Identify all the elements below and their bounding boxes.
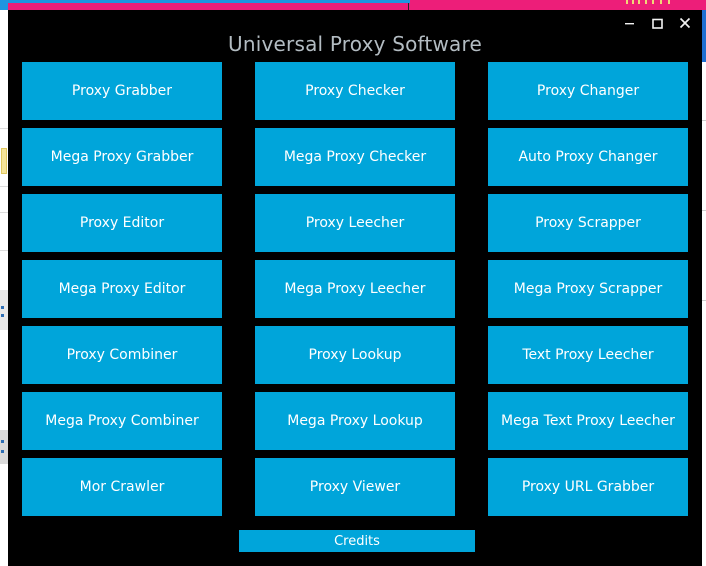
- background-tick-icon: [626, 0, 628, 4]
- tool-button-proxy-leecher[interactable]: Proxy Leecher: [255, 194, 455, 252]
- tool-button-proxy-changer[interactable]: Proxy Changer: [488, 62, 688, 120]
- title-bar: Universal Proxy Software: [8, 10, 702, 66]
- background-tick-icon: [645, 0, 647, 4]
- tool-button-proxy-combiner[interactable]: Proxy Combiner: [22, 326, 222, 384]
- background-rule: [702, 300, 706, 301]
- background-rule: [702, 210, 706, 211]
- grid-row: Proxy Editor Proxy Leecher Proxy Scrappe…: [22, 194, 688, 252]
- background-tick-icon: [652, 0, 654, 4]
- tool-button-mega-proxy-leecher[interactable]: Mega Proxy Leecher: [255, 260, 455, 318]
- background-dot-icon: [1, 440, 4, 443]
- background-right-accent: [702, 10, 706, 62]
- background-divider: [408, 3, 409, 10]
- tool-button-mega-proxy-scrapper[interactable]: Mega Proxy Scrapper: [488, 260, 688, 318]
- background-rule: [0, 250, 8, 251]
- tool-button-auto-proxy-changer[interactable]: Auto Proxy Changer: [488, 128, 688, 186]
- grid-row: Mega Proxy Grabber Mega Proxy Checker Au…: [22, 128, 688, 186]
- credits-button[interactable]: Credits: [239, 530, 475, 552]
- tool-button-mega-proxy-combiner[interactable]: Mega Proxy Combiner: [22, 392, 222, 450]
- background-tick-icon: [638, 0, 640, 4]
- tool-button-mega-proxy-editor[interactable]: Mega Proxy Editor: [22, 260, 222, 318]
- tool-button-proxy-url-grabber[interactable]: Proxy URL Grabber: [488, 458, 688, 516]
- minimize-icon[interactable]: [620, 14, 638, 32]
- tool-button-mega-proxy-grabber[interactable]: Mega Proxy Grabber: [22, 128, 222, 186]
- background-pink-strip-right: [410, 0, 706, 4]
- background-panel: [0, 430, 8, 464]
- background-tick-icon: [668, 0, 670, 4]
- close-icon[interactable]: [676, 14, 694, 32]
- grid-row: Proxy Grabber Proxy Checker Proxy Change…: [22, 62, 688, 120]
- background-dot-icon: [1, 314, 4, 317]
- tool-button-grid: Proxy Grabber Proxy Checker Proxy Change…: [22, 62, 688, 524]
- background-rule: [702, 120, 706, 121]
- tool-button-proxy-grabber[interactable]: Proxy Grabber: [22, 62, 222, 120]
- grid-row: Mega Proxy Editor Mega Proxy Leecher Meg…: [22, 260, 688, 318]
- background-rule: [0, 186, 8, 187]
- tool-button-proxy-editor[interactable]: Proxy Editor: [22, 194, 222, 252]
- footer: Credits: [8, 530, 702, 552]
- background-tick-icon: [660, 0, 662, 4]
- background-dot-icon: [1, 450, 4, 453]
- tool-button-proxy-lookup[interactable]: Proxy Lookup: [255, 326, 455, 384]
- application-window: Universal Proxy Software Proxy Grabber P…: [8, 10, 702, 566]
- tool-button-text-proxy-leecher[interactable]: Text Proxy Leecher: [488, 326, 688, 384]
- grid-row: Proxy Combiner Proxy Lookup Text Proxy L…: [22, 326, 688, 384]
- window-controls: [620, 14, 694, 32]
- tool-button-mega-proxy-lookup[interactable]: Mega Proxy Lookup: [255, 392, 455, 450]
- tool-button-mega-text-proxy-leecher[interactable]: Mega Text Proxy Leecher: [488, 392, 688, 450]
- tool-button-proxy-checker[interactable]: Proxy Checker: [255, 62, 455, 120]
- tool-button-proxy-viewer[interactable]: Proxy Viewer: [255, 458, 455, 516]
- maximize-icon[interactable]: [648, 14, 666, 32]
- grid-row: Mor Crawler Proxy Viewer Proxy URL Grabb…: [22, 458, 688, 516]
- page-title: Universal Proxy Software: [228, 32, 482, 56]
- tool-button-mor-crawler[interactable]: Mor Crawler: [22, 458, 222, 516]
- grid-row: Mega Proxy Combiner Mega Proxy Lookup Me…: [22, 392, 688, 450]
- tool-button-mega-proxy-checker[interactable]: Mega Proxy Checker: [255, 128, 455, 186]
- tool-button-proxy-scrapper[interactable]: Proxy Scrapper: [488, 194, 688, 252]
- background-tick-icon: [632, 0, 634, 4]
- background-panel: [0, 290, 8, 330]
- background-rule: [0, 128, 8, 129]
- background-highlight: [1, 148, 7, 174]
- background-rule: [0, 212, 8, 213]
- background-dot-icon: [1, 306, 4, 309]
- background-pink-strip: [8, 3, 706, 10]
